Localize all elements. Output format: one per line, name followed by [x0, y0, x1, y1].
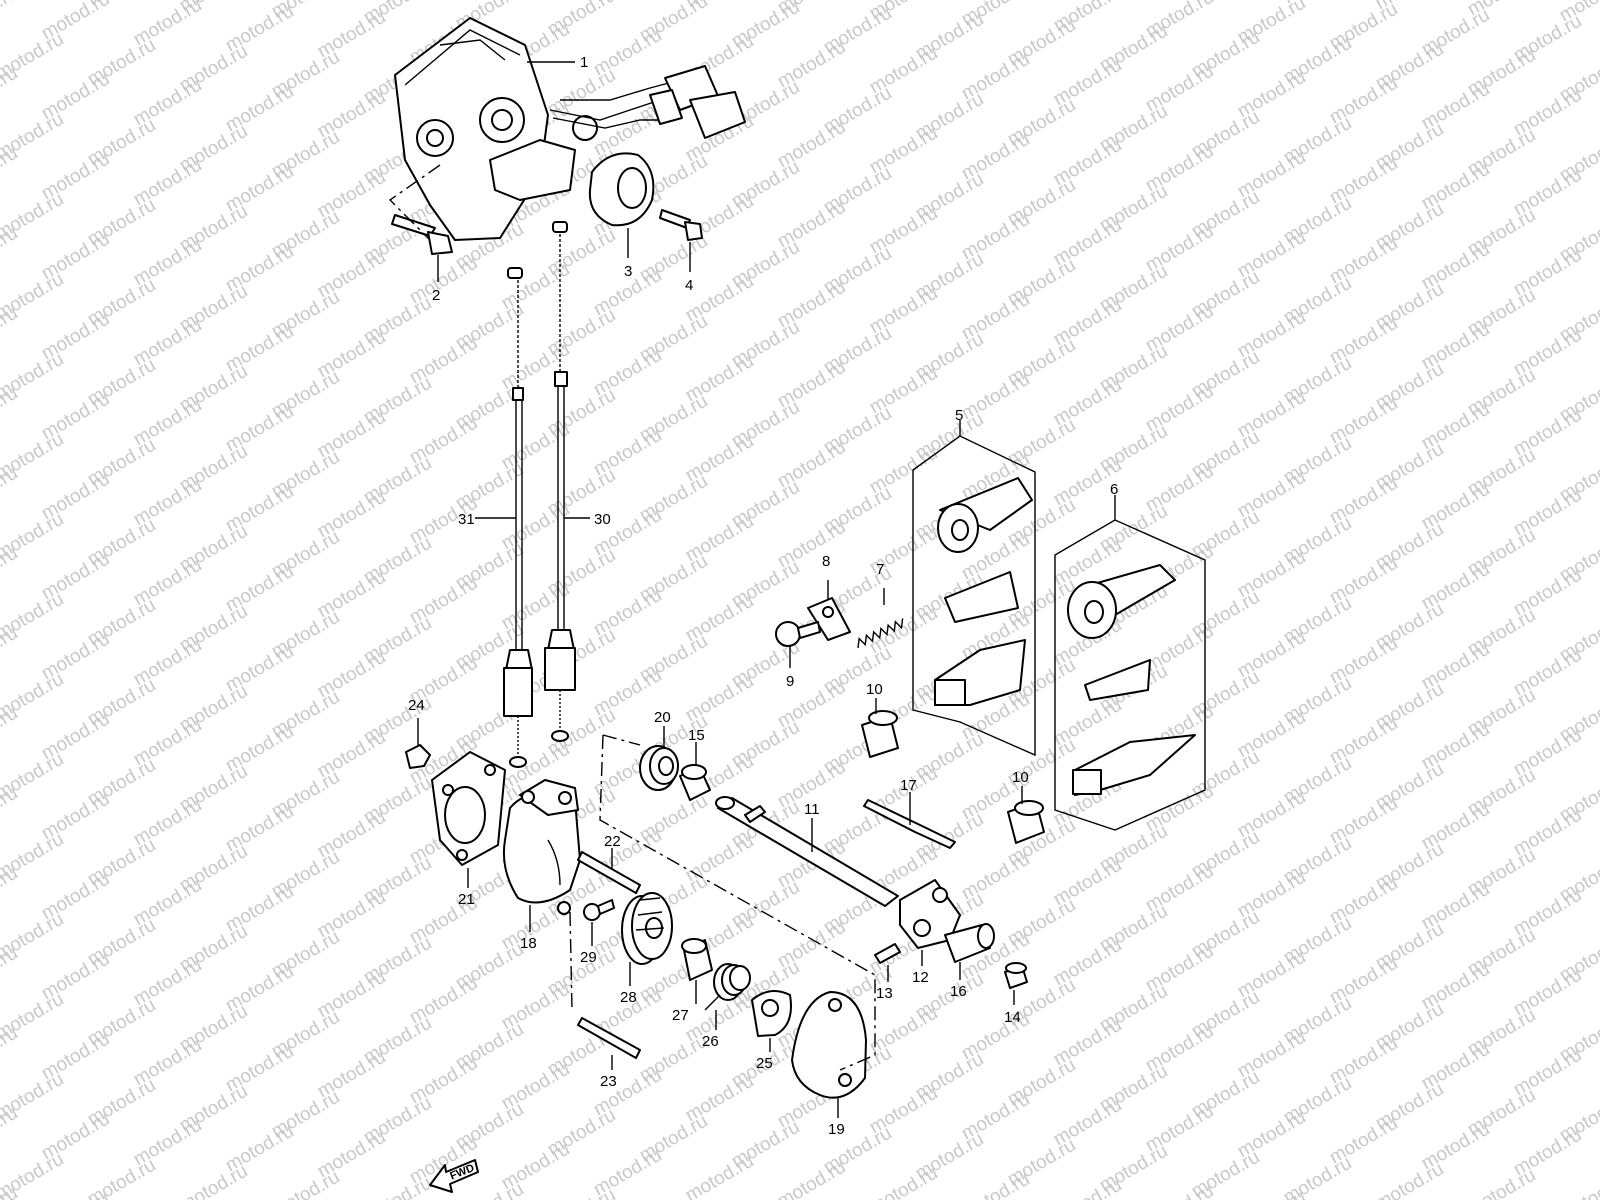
collar-part-14 — [1004, 962, 1028, 1005]
callout-3: 3 — [624, 263, 632, 280]
switch-box-assembly — [394, 17, 746, 241]
watermark-text: motod.ru — [1556, 1171, 1600, 1200]
callout-8: 8 — [822, 553, 830, 570]
stud-part-22 — [577, 848, 641, 894]
bushing-part-27 — [681, 938, 713, 1004]
callout-10a: 10 — [866, 681, 883, 698]
rod-part-17 — [863, 792, 956, 849]
grommet-part-3 — [588, 152, 655, 258]
sleeve-part-16 — [944, 923, 995, 980]
callout-27: 27 — [672, 1007, 689, 1024]
gasket-part-21 — [431, 751, 506, 888]
callout-5: 5 — [955, 407, 963, 424]
callout-23: 23 — [600, 1073, 617, 1090]
arm-part-12 — [899, 879, 961, 966]
watermark-text: motod.ru — [866, 1163, 941, 1200]
spring-part-7 — [857, 588, 904, 649]
watermark-text: motod.ru — [682, 1151, 757, 1200]
watermark-text: motod.ru — [1142, 1181, 1217, 1200]
watermark-text: motod.ru — [268, 1167, 343, 1200]
kit-part-6 — [1054, 495, 1206, 831]
cover-part-19 — [791, 991, 867, 1118]
screw-part-4 — [659, 209, 703, 272]
callout-15: 15 — [688, 727, 705, 744]
screw-part-9 — [775, 621, 821, 668]
callout-labels: 1 2 3 4 5 6 7 8 9 10 10 11 12 13 14 15 1… — [408, 54, 1118, 1138]
callout-7: 7 — [876, 561, 884, 578]
callout-9: 9 — [786, 673, 794, 690]
callout-1: 1 — [580, 54, 588, 71]
callout-13: 13 — [876, 985, 893, 1002]
callout-24: 24 — [408, 697, 425, 714]
nut-part-24 — [405, 718, 431, 769]
callout-26: 26 — [702, 1033, 719, 1050]
callout-20: 20 — [654, 709, 671, 726]
watermark-text: motod.ru — [0, 0, 21, 38]
callout-19: 19 — [828, 1121, 845, 1138]
pin-part-29 — [583, 899, 615, 946]
callout-31: 31 — [458, 511, 475, 528]
bearing-part-20 — [639, 726, 679, 791]
callout-18: 18 — [520, 935, 537, 952]
watermark-text: motod.ru — [1372, 1159, 1447, 1200]
watermark-text: motod.ru — [544, 1185, 619, 1200]
callout-22: 22 — [604, 833, 621, 850]
callout-2: 2 — [432, 287, 440, 304]
callout-21: 21 — [458, 891, 475, 908]
callout-14: 14 — [1004, 1009, 1021, 1026]
cable-part-30 — [544, 221, 590, 742]
callout-30: 30 — [594, 511, 611, 528]
lever-part-25 — [751, 990, 792, 1052]
bushing-part-10a — [861, 698, 899, 758]
callout-10b: 10 — [1012, 769, 1029, 786]
kit-part-5 — [912, 420, 1036, 757]
callout-28: 28 — [620, 989, 637, 1006]
callout-11: 11 — [804, 801, 820, 818]
watermark-text: motod.ru — [38, 1189, 113, 1200]
pin-part-13 — [874, 943, 901, 982]
callout-16: 16 — [950, 983, 967, 1000]
callout-25: 25 — [756, 1055, 773, 1072]
watermark-text: motod.ru — [1234, 1187, 1309, 1200]
spring-part-26 — [704, 963, 751, 1030]
bushing-part-10b — [1007, 786, 1045, 844]
watermark-text: motod.ru — [176, 1161, 251, 1200]
cam-part-28 — [621, 892, 673, 986]
watermark-text: motod.ru — [1050, 1175, 1125, 1200]
bracket-part-8 — [807, 580, 851, 641]
watermark-text: motod.ru — [774, 1157, 849, 1200]
shaft-part-11 — [715, 796, 899, 907]
cable-part-31 — [475, 267, 533, 768]
sleeve-part-15 — [679, 742, 711, 801]
watermark-text: motod.ru — [452, 1179, 527, 1200]
watermark-text: motod.ru — [360, 1173, 435, 1200]
callout-6: 6 — [1110, 481, 1118, 498]
callout-29: 29 — [580, 949, 597, 966]
watermark-text: motod.ru — [958, 1169, 1033, 1200]
callout-17: 17 — [900, 777, 917, 794]
bolt-part-2 — [388, 164, 453, 282]
watermark-text: motod.ru — [1464, 1165, 1539, 1200]
stud-part-23 — [569, 911, 641, 1070]
callout-4: 4 — [685, 277, 693, 294]
housing-part-18 — [502, 779, 581, 932]
callout-12: 12 — [912, 969, 929, 986]
